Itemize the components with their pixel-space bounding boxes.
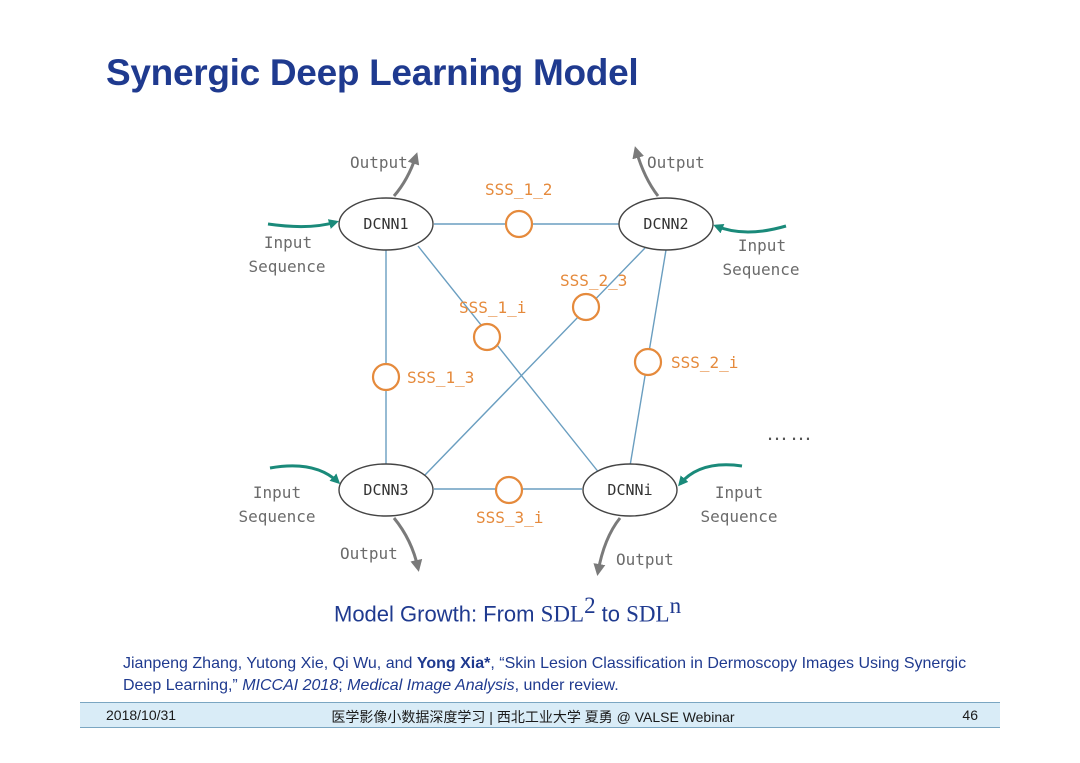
sequence-label-3: Sequence	[238, 507, 315, 526]
input-label-1: Input	[264, 233, 312, 252]
sss-label-2-i: SSS_2_i	[671, 353, 738, 372]
sss-node-3-i	[494, 475, 524, 505]
footer-page-number: 46	[962, 707, 978, 723]
output-label-3: Output	[340, 544, 398, 563]
citation-corresponding-author: Yong Xia*	[416, 655, 491, 672]
output-label-2: Output	[647, 153, 705, 172]
citation-authors: Jianpeng Zhang, Yutong Xie, Qi Wu, and	[123, 655, 417, 672]
input-label-i: Input	[715, 483, 763, 502]
sss-node-1-3	[371, 362, 401, 392]
dcnn1-label: DCNN1	[363, 215, 408, 233]
dcnn1-node	[338, 197, 434, 251]
dcnn3-label: DCNN3	[363, 481, 408, 499]
dcnn3-node	[338, 463, 434, 517]
sequence-label-1: Sequence	[248, 257, 325, 276]
sss-label-3-i: SSS_3_i	[476, 508, 543, 527]
slide-footer: 2018/10/31 医学影像小数据深度学习 | 西北工业大学 夏勇 @ VAL…	[80, 702, 1000, 728]
input-arrow-dcnn2	[713, 224, 787, 234]
sss-node-1-2	[504, 209, 534, 239]
output-arrow-dcnn1	[392, 152, 420, 197]
input-arrow-dcnn3	[269, 464, 341, 485]
edge-1-i	[417, 245, 601, 475]
dcnni-node	[582, 463, 678, 517]
output-arrow-dcnn3	[392, 517, 423, 572]
sss-node-2-i	[633, 347, 663, 377]
output-label-i: Output	[616, 550, 674, 569]
growth-prefix: Model Growth: From	[334, 601, 541, 627]
dcnn2-node	[618, 197, 714, 251]
sss-label-2-3: SSS_2_3	[560, 271, 627, 290]
growth-sup-2: 2	[584, 593, 596, 618]
citation-venue-miccai: MICCAI 2018	[242, 677, 339, 694]
input-arrow-dcnn1	[267, 219, 339, 229]
citation-separator: ;	[338, 677, 348, 694]
sss-label-1-3: SSS_1_3	[407, 368, 474, 387]
dcnn2-label: DCNN2	[643, 215, 688, 233]
citation: Jianpeng Zhang, Yutong Xie, Qi Wu, and Y…	[123, 653, 1003, 697]
model-growth-caption: Model Growth: From SDL2 to SDLn	[334, 593, 681, 627]
output-label-1: Output	[350, 153, 408, 172]
sss-label-1-2: SSS_1_2	[485, 180, 552, 199]
citation-title: , “Skin Lesion Classification in Dermosc…	[123, 655, 967, 694]
growth-sup-n: n	[669, 593, 682, 618]
sss-node-2-3	[571, 292, 601, 322]
growth-sdl-b: SDL	[626, 601, 670, 627]
growth-sdl-a: SDL	[540, 601, 585, 627]
sss-label-1-i: SSS_1_i	[459, 298, 526, 317]
citation-tail: , under review.	[514, 677, 619, 694]
footer-date: 2018/10/31	[106, 707, 177, 723]
ellipsis: ……	[766, 420, 814, 445]
input-label-2: Input	[738, 236, 786, 255]
citation-venue-media: Medical Image Analysis	[347, 677, 515, 694]
output-arrow-dcnn2	[632, 146, 660, 197]
growth-to: to	[595, 601, 627, 627]
edge-2-3	[423, 247, 646, 477]
output-arrow-dcnni	[593, 517, 622, 576]
footer-center: 医学影像小数据深度学习 | 西北工业大学 夏勇 @ VALSE Webinar	[331, 709, 735, 725]
sss-node-1-i	[472, 322, 502, 352]
input-label-3: Input	[253, 483, 301, 502]
sequence-label-i: Sequence	[700, 507, 777, 526]
slide-title: Synergic Deep Learning Model	[106, 52, 639, 93]
sequence-label-2: Sequence	[722, 260, 799, 279]
input-arrow-dcnni	[678, 463, 743, 487]
dcnni-label: DCNNi	[607, 481, 652, 499]
